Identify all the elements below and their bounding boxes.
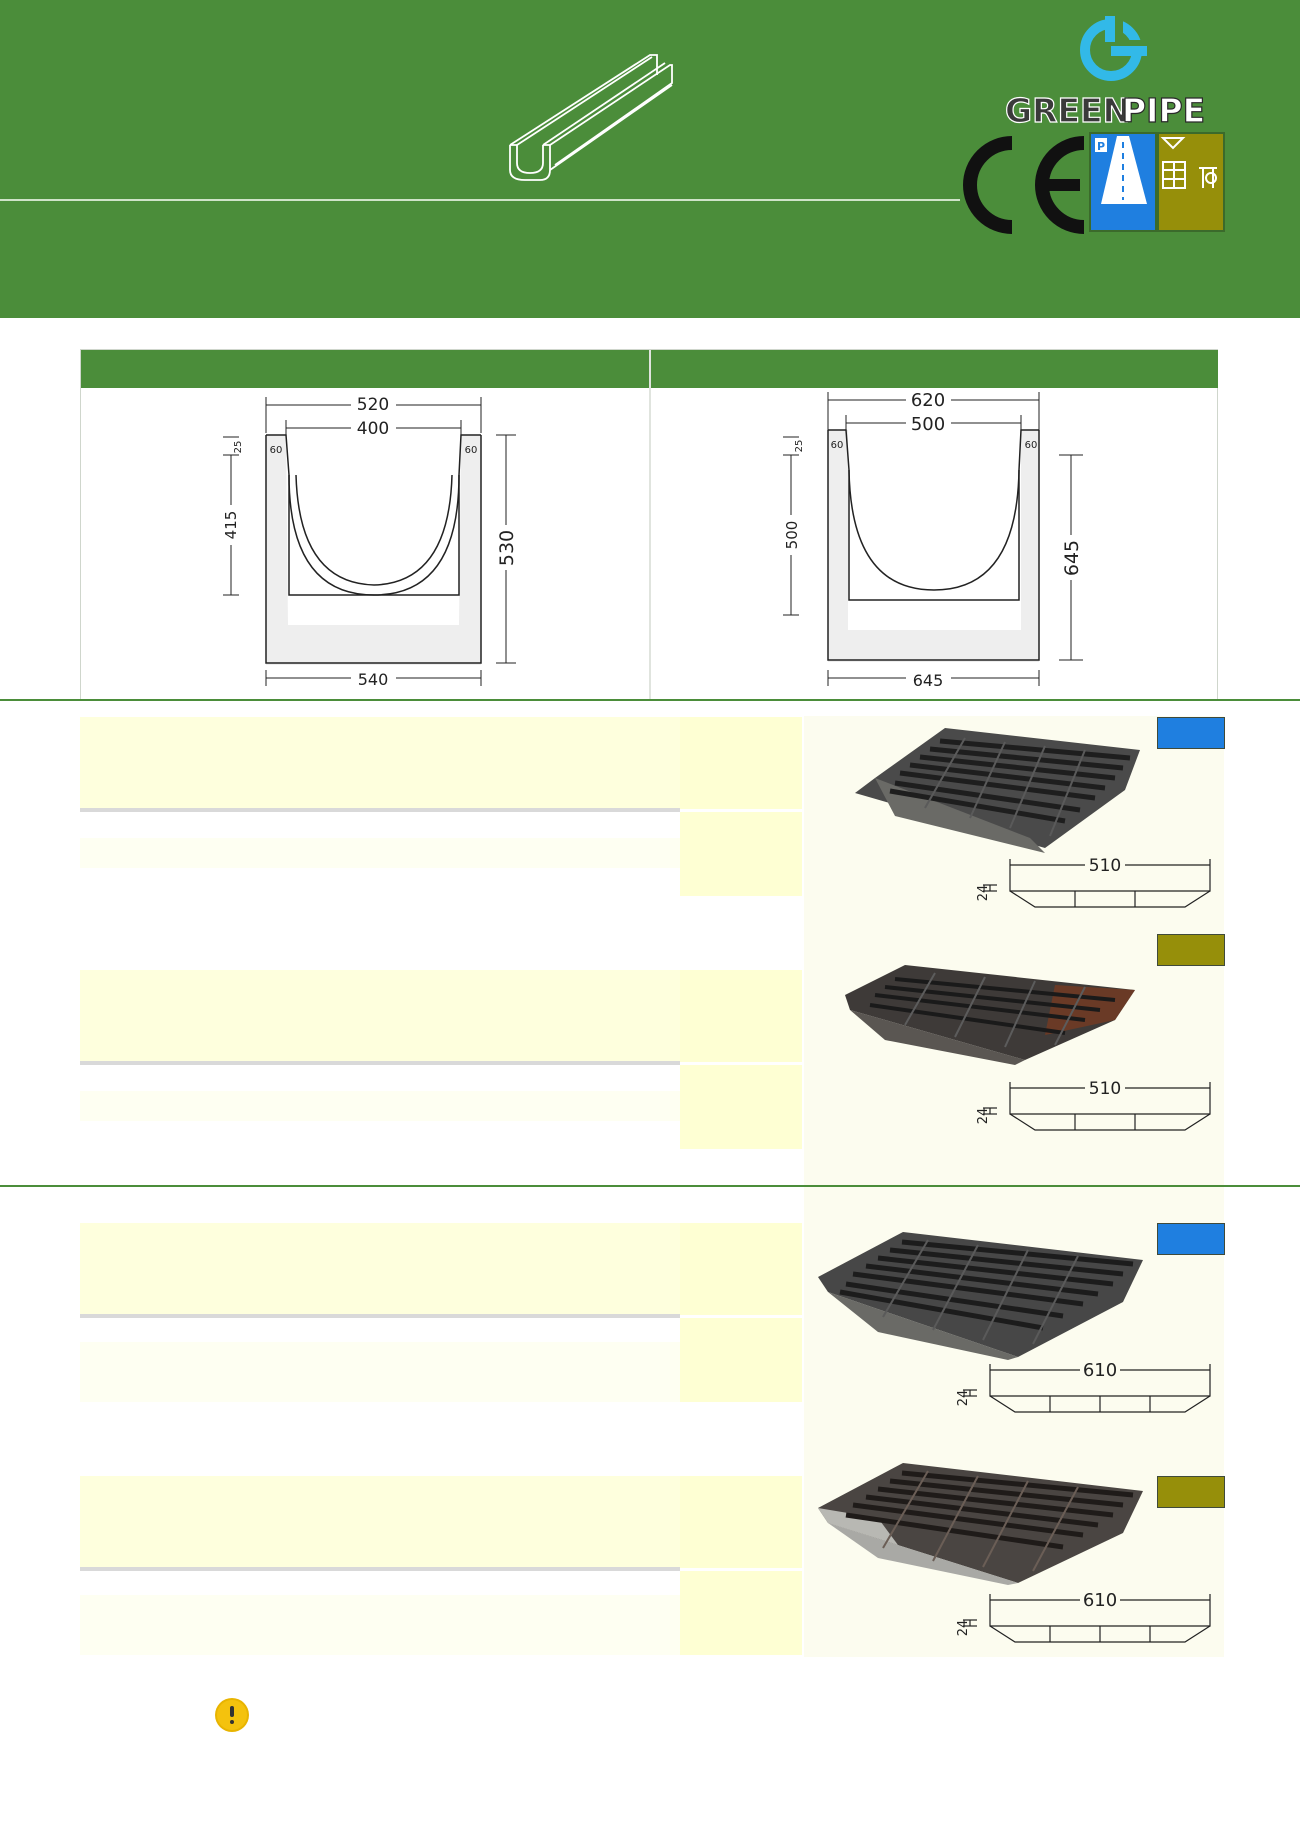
- load-class-badge: [1157, 717, 1225, 749]
- load-class-badge: [1157, 934, 1225, 966]
- brand-name-part2: PIPE: [1122, 91, 1205, 130]
- dim-bottom-width: 540: [358, 670, 389, 689]
- dim-top-width: 620: [911, 390, 945, 411]
- dim-inner-depth: 500: [783, 521, 801, 550]
- table-row: [80, 970, 680, 1062]
- table-row: [80, 1342, 680, 1402]
- table-row-price: [680, 1571, 802, 1655]
- row-divider: [80, 1061, 680, 1065]
- ce-mark-icon: [963, 136, 1085, 234]
- table-row-price: [680, 1065, 802, 1149]
- channel-profile-drawing-1: 520 400 60 60 25 415 530 540: [221, 395, 518, 689]
- grate-profile-drawing-1: 510 24: [976, 856, 1211, 908]
- grate-profile-drawing-2: 510 24: [976, 1079, 1211, 1131]
- row-divider: [80, 1314, 680, 1318]
- grate-thickness: 24: [976, 1108, 991, 1125]
- profile-header-left: [81, 350, 649, 388]
- profile-header-right: [651, 350, 1218, 388]
- grate-thickness: 24: [956, 1390, 971, 1407]
- header-banner: GREEN PIPE P: [0, 0, 1300, 318]
- dim-inner-width: 500: [911, 414, 945, 435]
- dim-lip: 25: [794, 440, 805, 453]
- table-row-price: [680, 1223, 802, 1315]
- profile-divider: [649, 350, 651, 701]
- load-class-badge: [1157, 1223, 1225, 1255]
- road-parking-icon: P: [1089, 132, 1157, 232]
- grate-thickness: 24: [976, 885, 991, 902]
- table-row: [80, 838, 680, 868]
- table-row: [80, 1595, 680, 1655]
- u-channel-icon: [509, 54, 673, 181]
- svg-text:P: P: [1097, 140, 1105, 153]
- table-row-price: [680, 1476, 802, 1568]
- dim-lip: 25: [233, 441, 244, 454]
- grate-length: 510: [1089, 856, 1121, 876]
- dim-outer-height: 530: [496, 530, 518, 566]
- dim-inner-width: 400: [357, 419, 389, 439]
- grate-length: 510: [1089, 1079, 1121, 1099]
- channel-profile-drawing-2: 620 500 60 60 25 500 645 645: [783, 390, 1083, 690]
- dim-wall-left: 60: [270, 445, 283, 456]
- row-divider: [80, 808, 680, 812]
- table-row: [80, 1476, 680, 1568]
- brand-wordmark: GREEN PIPE: [1005, 90, 1206, 130]
- grate-photo-1: [855, 728, 1140, 853]
- grate-photo-4: [818, 1463, 1143, 1585]
- table-row: [80, 1223, 680, 1315]
- brand-name-part1: GREEN: [1005, 91, 1130, 130]
- grate-profile-drawing-4: 610 24: [956, 1590, 1211, 1643]
- dim-wall-right: 60: [465, 445, 478, 456]
- grate-length: 610: [1083, 1360, 1117, 1381]
- dim-outer-height: 645: [1061, 540, 1083, 576]
- table-row-price: [680, 970, 802, 1062]
- dim-inner-depth: 415: [222, 511, 240, 540]
- dim-wall-right: 60: [1025, 440, 1038, 451]
- profile-table: 520 400 60 60 25 415 530 540 620 500: [80, 349, 1218, 701]
- dim-top-width: 520: [357, 395, 389, 415]
- grate-thickness: 24: [956, 1620, 971, 1637]
- row-divider: [80, 1567, 680, 1571]
- greenpipe-logo-icon: [1080, 14, 1147, 81]
- dim-bottom-width: 645: [913, 671, 944, 690]
- grate-photo-2: [845, 965, 1135, 1065]
- table-row-price: [680, 1318, 802, 1402]
- grate-length: 610: [1083, 1590, 1117, 1611]
- section-rule-2: [0, 1185, 1300, 1187]
- table-row: [80, 1091, 680, 1121]
- grate-photo-3: [818, 1232, 1143, 1360]
- table-row-price: [680, 812, 802, 896]
- table-row: [80, 717, 680, 809]
- section-rule-1: [0, 699, 1300, 701]
- grate-profile-drawing-3: 610 24: [956, 1360, 1211, 1413]
- dim-wall-left: 60: [831, 440, 844, 451]
- pedestrian-area-icon: [1157, 132, 1225, 232]
- warning-icon: [217, 1700, 247, 1730]
- greenpipe-logo: GREEN PIPE: [1005, 14, 1230, 131]
- load-class-badge: [1157, 1476, 1225, 1508]
- table-row-price: [680, 717, 802, 809]
- header-rule: [0, 199, 960, 201]
